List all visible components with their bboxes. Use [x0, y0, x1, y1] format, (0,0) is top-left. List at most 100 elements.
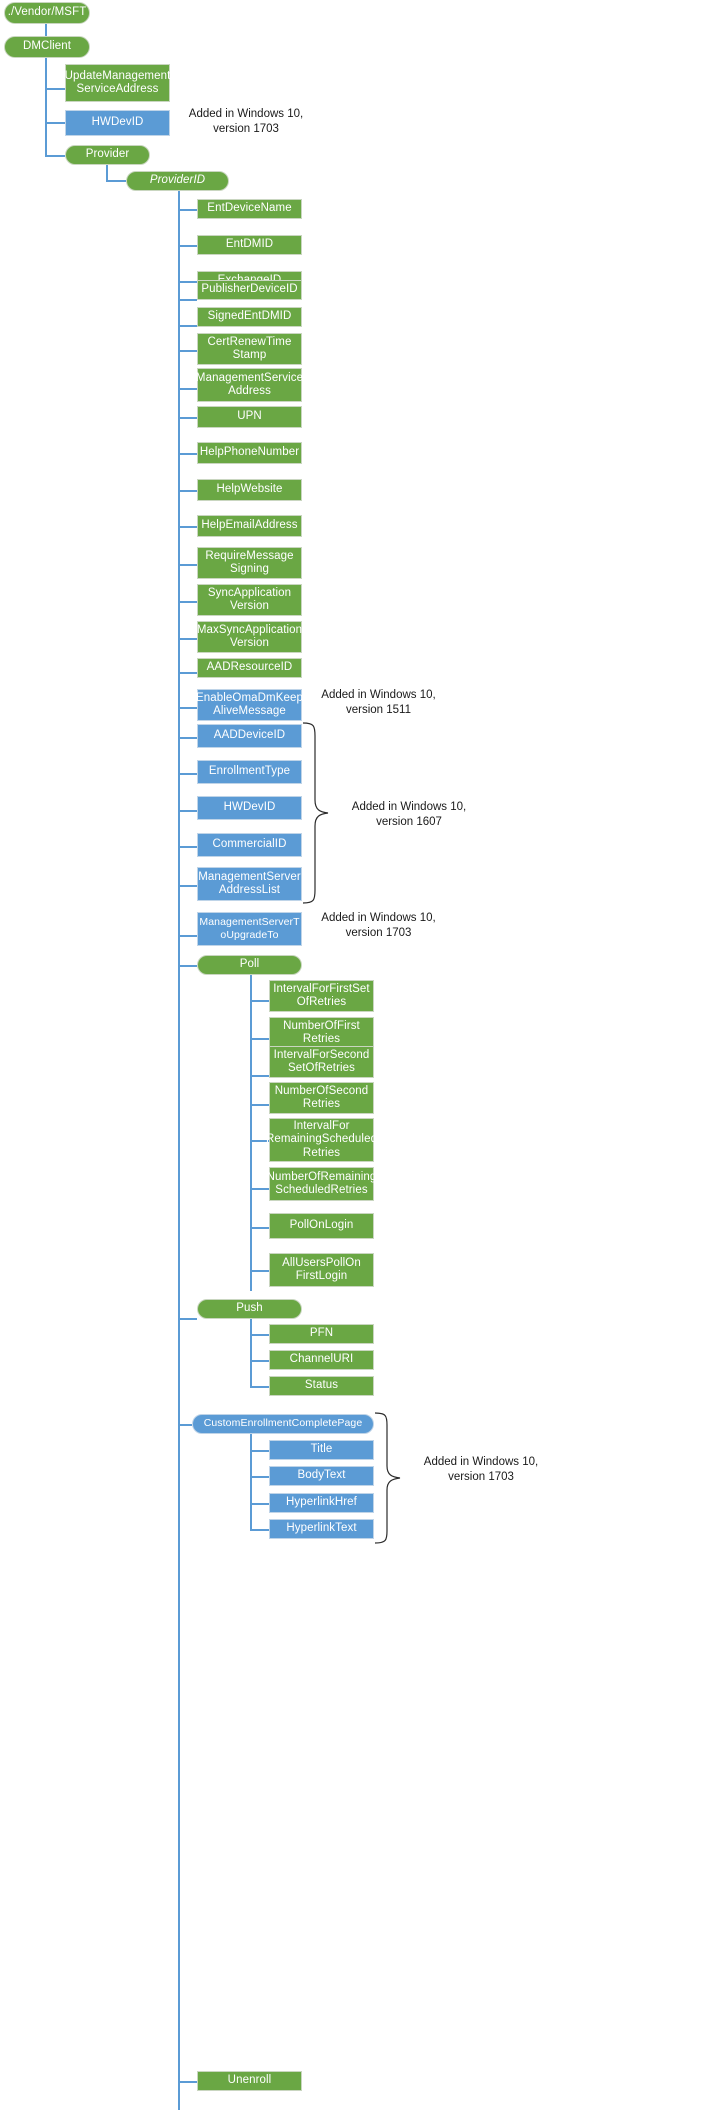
- connector-custompage-hyperlinktext: [250, 1529, 269, 1531]
- node-requiremessagesigning[interactable]: RequireMessage Signing: [197, 547, 302, 579]
- node-pfn[interactable]: PFN: [269, 1324, 374, 1344]
- node-intervalforfirstsetofretries[interactable]: IntervalForFirstSet OfRetries: [269, 980, 374, 1012]
- node-aaddeviceid[interactable]: AADDeviceID: [197, 724, 302, 748]
- connector-push-status: [250, 1386, 269, 1388]
- node-vendor-msft[interactable]: ./Vendor/MSFT: [4, 2, 90, 24]
- note-block-1607: Added in Windows 10, version 1607: [351, 801, 467, 828]
- connector-providerid-exchangeid: [178, 281, 197, 283]
- node-numberofsecondretries[interactable]: NumberOfSecond Retries: [269, 1082, 374, 1114]
- connector-providerid-publisherdeviceid: [178, 299, 197, 301]
- connector-providerid-helpphonenumber: [178, 453, 197, 455]
- node-pollonlogin[interactable]: PollOnLogin: [269, 1213, 374, 1239]
- note-mstoupgrade-1703: Added in Windows 10, version 1703: [321, 912, 436, 939]
- connector-dmclient-umsa: [45, 88, 65, 90]
- note-omadm-1511: Added in Windows 10, version 1511: [321, 689, 436, 716]
- brace-customenroll-1703: [374, 1412, 402, 1544]
- node-hyperlinktext[interactable]: HyperlinkText: [269, 1519, 374, 1539]
- node-helpwebsite[interactable]: HelpWebsite: [197, 479, 302, 501]
- connector-providerid-requiremessagesigning: [178, 564, 197, 566]
- node-maxsyncapplicationversion[interactable]: MaxSyncApplication Version: [197, 621, 302, 653]
- node-entdevicename[interactable]: EntDeviceName: [197, 199, 302, 219]
- node-title[interactable]: Title: [269, 1440, 374, 1460]
- node-numberofremainingscheduledretries[interactable]: NumberOfRemaining ScheduledRetries: [267, 1167, 376, 1201]
- node-poll[interactable]: Poll: [197, 955, 302, 975]
- node-unenroll[interactable]: Unenroll: [197, 2071, 302, 2091]
- connector-poll-intervalforfirstsetofretries: [250, 1000, 269, 1002]
- connector-poll-numberofsecondretries: [250, 1104, 269, 1106]
- connector-providerid-trunk: [178, 191, 180, 2110]
- connector-providerid-enrollmenttype: [178, 773, 197, 775]
- node-provider[interactable]: Provider: [65, 145, 150, 165]
- node-aadresourceid[interactable]: AADResourceID: [197, 658, 302, 678]
- node-push[interactable]: Push: [197, 1299, 302, 1319]
- node-hyperlinkhref[interactable]: HyperlinkHref: [269, 1493, 374, 1513]
- node-entdmid[interactable]: EntDMID: [197, 235, 302, 255]
- node-hwdevid-top[interactable]: HWDevID: [65, 110, 170, 136]
- connector-poll-numberoffirstretries: [250, 1038, 269, 1040]
- node-managementserviceaddress[interactable]: ManagementService Address: [196, 368, 303, 402]
- connector-providerid-poll: [178, 965, 197, 967]
- connector-poll-intervalforsecondsetofretries: [250, 1075, 269, 1077]
- connector-dmclient-provider: [45, 155, 65, 157]
- node-managementserveraddresslist[interactable]: ManagementServer AddressList: [197, 867, 302, 901]
- connector-poll-numberofremainingscheduledretries: [250, 1188, 269, 1190]
- connector-customenrollmentcompletepage-trunk: [250, 1434, 252, 1531]
- connector-poll-intervalforremainingscheduledretries: [250, 1140, 269, 1142]
- connector-providerid-enableomadmkeepalivemessage: [178, 707, 197, 709]
- connector-root-to-dmclient: [45, 24, 47, 40]
- connector-providerid-entdevicename: [178, 209, 197, 211]
- node-updatemanagementserviceaddress[interactable]: UpdateManagement ServiceAddress: [65, 64, 170, 102]
- connector-providerid-entdmid: [178, 245, 197, 247]
- node-enrollmenttype[interactable]: EnrollmentType: [197, 760, 302, 784]
- node-dmclient[interactable]: DMClient: [4, 36, 90, 58]
- node-numberoffirstretries[interactable]: NumberOfFirst Retries: [269, 1017, 374, 1049]
- node-intervalforsecondsetofretries[interactable]: IntervalForSecond SetOfRetries: [269, 1046, 374, 1078]
- connector-providerid-signedentdmid: [178, 325, 197, 327]
- connector-custompage-bodytext: [250, 1476, 269, 1478]
- connector-providerid-maxsyncapplicationversion: [178, 638, 197, 640]
- connector-providerid-helpemailaddress: [178, 526, 197, 528]
- node-status[interactable]: Status: [269, 1376, 374, 1396]
- node-intervalforremainingscheduledretries[interactable]: IntervalFor RemainingScheduled Retries: [266, 1118, 377, 1162]
- connector-poll-pollonlogin: [250, 1227, 269, 1229]
- connector-providerid-push: [178, 1318, 197, 1320]
- node-commercialid[interactable]: CommercialID: [197, 833, 302, 857]
- node-alluserspollonfirstlogin[interactable]: AllUsersPollOn FirstLogin: [269, 1253, 374, 1287]
- connector-dmclient-trunk: [45, 58, 47, 156]
- node-syncapplicationversion[interactable]: SyncApplication Version: [197, 584, 302, 616]
- node-helpphonenumber[interactable]: HelpPhoneNumber: [197, 442, 302, 464]
- connector-custompage-hyperlinkhref: [250, 1503, 269, 1505]
- note-hwdevid-1703: Added in Windows 10, version 1703: [188, 108, 304, 135]
- connector-providerid-managementserveraddresslist: [178, 885, 197, 887]
- connector-providerid-helpwebsite: [178, 490, 197, 492]
- connector-providerid-commercialid: [178, 846, 197, 848]
- connector-provider-trunk: [106, 165, 108, 181]
- node-signedentdmid[interactable]: SignedEntDMID: [197, 307, 302, 327]
- connector-providerid-upn: [178, 417, 197, 419]
- connector-custompage-title: [250, 1450, 269, 1452]
- connector-providerid-syncapplicationversion: [178, 601, 197, 603]
- node-customenrollmentcompletepage[interactable]: CustomEnrollmentCompletePage: [192, 1414, 374, 1434]
- connector-push-pfn: [250, 1334, 269, 1336]
- node-upn[interactable]: UPN: [197, 406, 302, 428]
- node-providerid[interactable]: ProviderID: [126, 171, 229, 191]
- connector-poll-alluserspollonfirstlogin: [250, 1270, 269, 1272]
- node-hwdevid-providerid[interactable]: HWDevID: [197, 796, 302, 820]
- connector-provider-providerid: [106, 180, 126, 182]
- node-managementservertoupgradeto[interactable]: ManagementServerT oUpgradeTo: [197, 912, 302, 946]
- connector-providerid-unenroll: [178, 2081, 197, 2083]
- connector-providerid-hwdevid: [178, 810, 197, 812]
- connector-providerid-aaddeviceid: [178, 737, 197, 739]
- node-enableomadmkeepalivemessage[interactable]: EnableOmaDmKeep AliveMessage: [196, 689, 303, 721]
- node-helpemailaddress[interactable]: HelpEmailAddress: [197, 515, 302, 537]
- node-publisherdeviceid[interactable]: PublisherDeviceID: [197, 280, 302, 300]
- connector-providerid-aadresourceid: [178, 672, 197, 674]
- connector-poll-trunk: [250, 975, 252, 1291]
- node-channeluri[interactable]: ChannelURI: [269, 1350, 374, 1370]
- connector-providerid-certrenewtimestamp: [178, 350, 197, 352]
- connector-providerid-managementserviceaddress: [178, 388, 197, 390]
- node-certrenewtimestamp[interactable]: CertRenewTime Stamp: [197, 333, 302, 365]
- note-customenroll-1703: Added in Windows 10, version 1703: [423, 1456, 539, 1483]
- node-bodytext[interactable]: BodyText: [269, 1466, 374, 1486]
- brace-1607: [302, 722, 330, 904]
